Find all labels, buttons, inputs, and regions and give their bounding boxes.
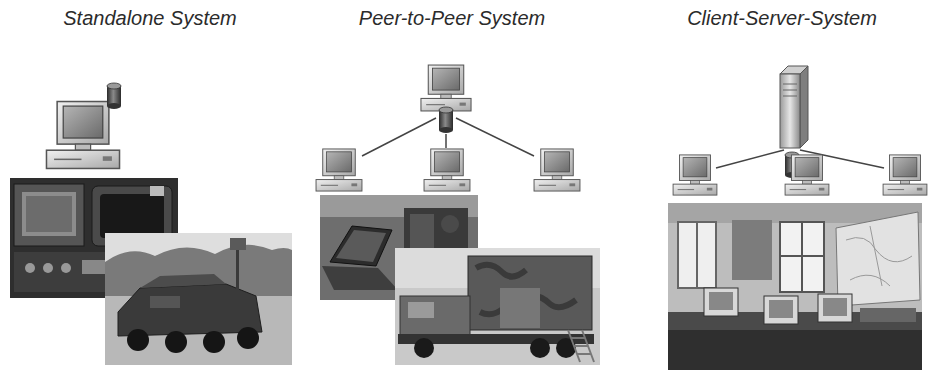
computer-icon <box>534 149 580 191</box>
computer-icon <box>424 149 470 191</box>
column-heading: Peer-to-Peer System <box>359 6 545 30</box>
truck-photo <box>395 248 600 365</box>
computer-icon <box>46 102 119 169</box>
database-icon <box>439 107 453 133</box>
computer-icon <box>883 155 927 195</box>
computer-icon <box>785 155 829 195</box>
command-room-photo <box>668 203 922 370</box>
computer-icon <box>673 155 717 195</box>
column-heading: Client-Server-System <box>687 6 877 30</box>
database-icon <box>107 83 121 109</box>
standalone-icons <box>46 83 121 168</box>
computer-icon <box>421 65 471 111</box>
column-heading: Standalone System <box>63 6 236 30</box>
peer-icons <box>316 65 580 191</box>
computer-icon <box>316 149 362 191</box>
vehicle-photo <box>105 233 292 365</box>
client-icons <box>673 155 927 195</box>
